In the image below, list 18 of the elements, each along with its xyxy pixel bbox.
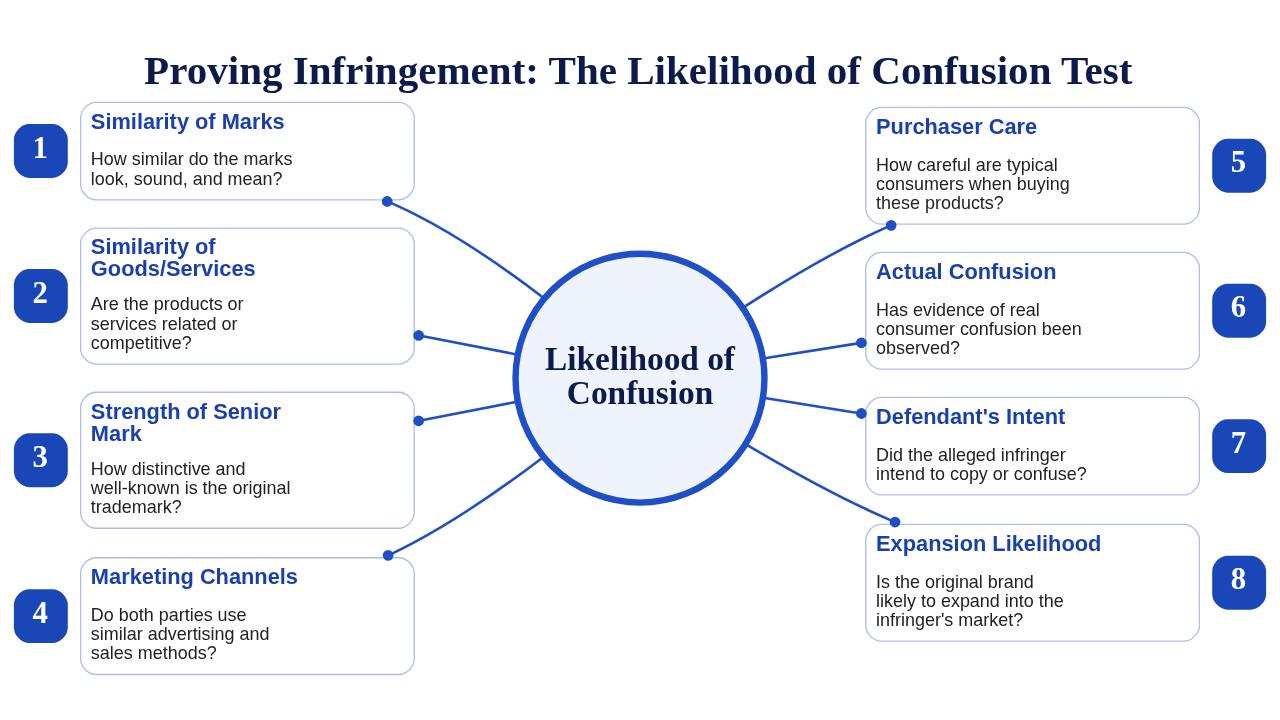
diagram-title: Proving Infringement: The Likelihood of Confusion Test [144, 46, 1133, 93]
connector [413, 329, 518, 356]
connector [762, 395, 867, 419]
node-label: 4 [32, 595, 48, 630]
node-label: 7 [1230, 425, 1247, 460]
node-label: 3 [32, 439, 48, 474]
connector [382, 455, 544, 561]
node-label: 8 [1230, 561, 1247, 596]
node-label: 2 [32, 275, 48, 310]
connector [742, 219, 897, 309]
connector [745, 442, 901, 527]
connector [381, 195, 546, 299]
node-label: 5 [1230, 144, 1247, 179]
node-label: 6 [1230, 289, 1247, 324]
node-circle: Likelihood of Confusion [512, 250, 768, 506]
node-label: 1 [32, 130, 48, 165]
connector [413, 399, 518, 426]
connector [762, 336, 867, 360]
